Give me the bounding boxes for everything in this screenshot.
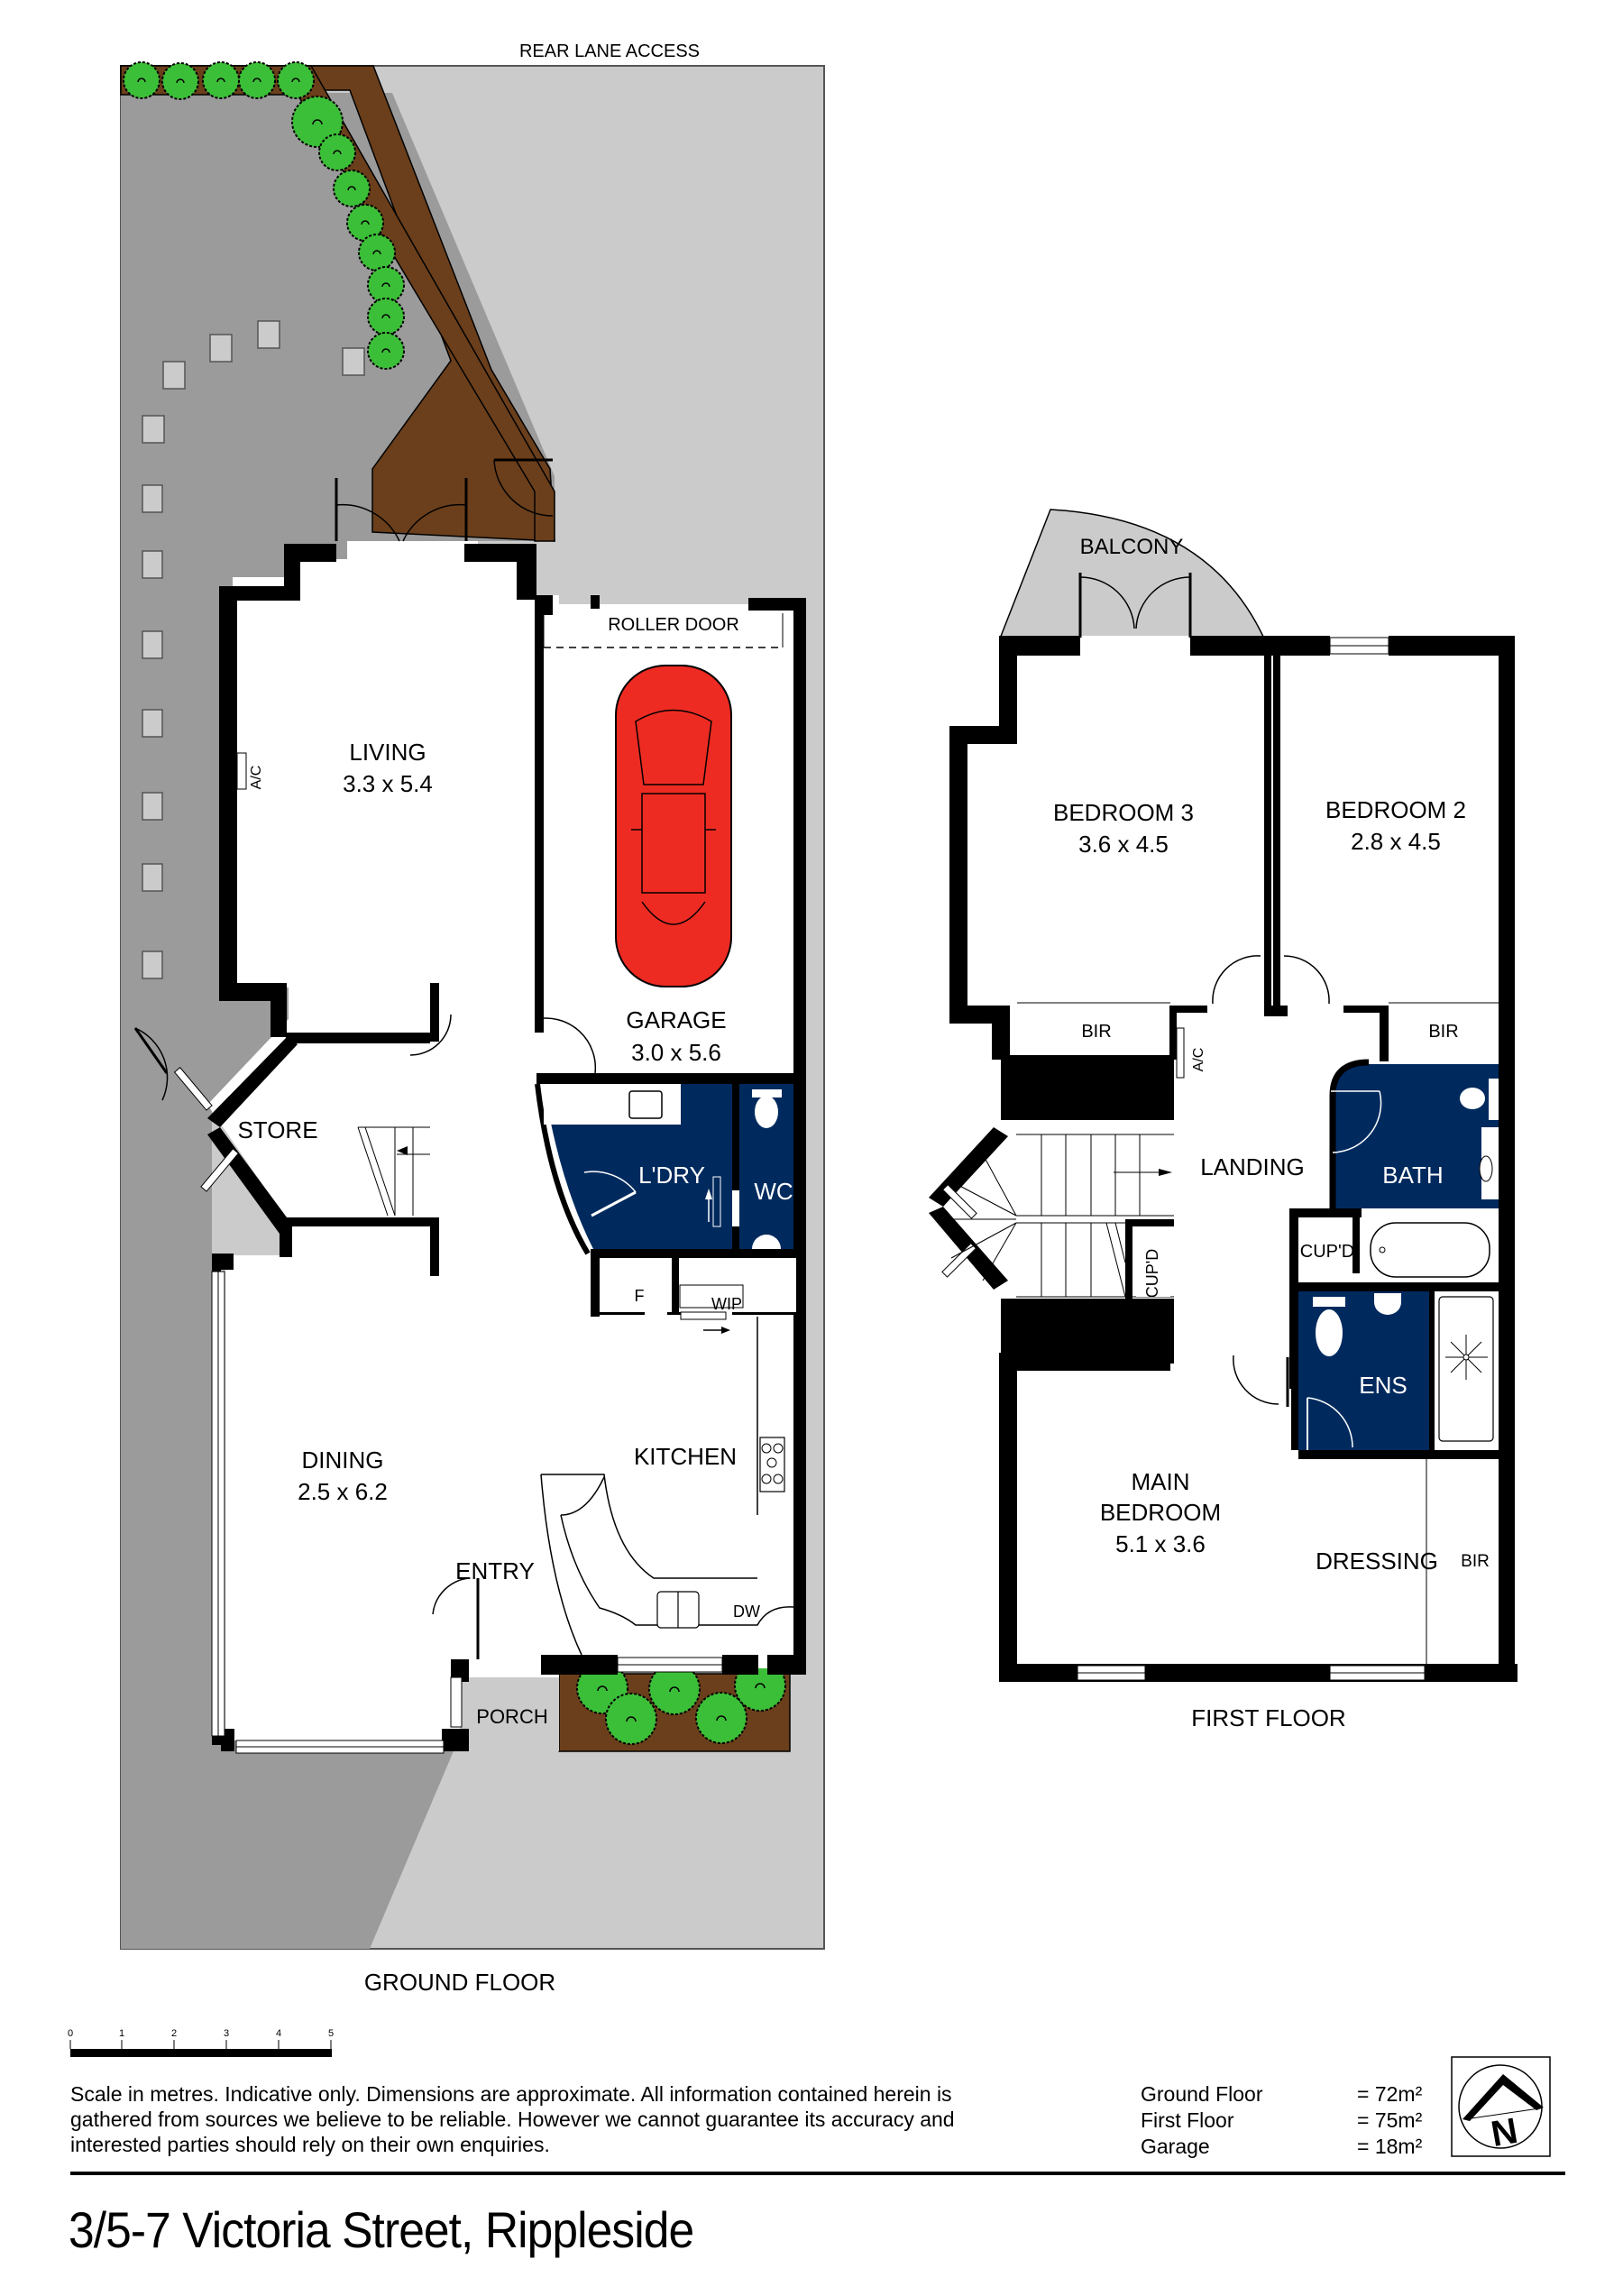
room-name-kitchen: KITCHEN [634,1443,737,1470]
area-label: Garage [1141,2135,1210,2158]
room-name-garage: GARAGE [626,1006,726,1033]
property-address: 3/5-7 Victoria Street, Rippleside [69,2201,694,2258]
ground-floor-title: GROUND FLOOR [364,1969,555,1996]
ground-floor-plan: REAR LANE ACCESS LIVING 3.3 x 5.4 A/C RO… [120,41,825,1996]
scale-tick-0: 0 [68,2028,73,2039]
room-name-dining: DINING [302,1446,384,1474]
ac-unit-first [1176,1027,1185,1079]
cooktop-burners [761,1443,784,1484]
scale-tick-2: 2 [171,2028,177,2039]
bath-toilet-icon [1460,1088,1485,1109]
rear-lane-access-label: REAR LANE ACCESS [519,41,700,61]
area-value: = 72m² [1357,2082,1423,2106]
laundry-room [544,1084,732,1249]
ground-doors [133,458,597,1659]
room-name-landing: LANDING [1200,1153,1305,1180]
scale-tick-4: 4 [276,2028,281,2039]
room-name-entry: ENTRY [455,1557,535,1584]
dishwasher-label: DW [733,1603,760,1621]
fridge-space [600,1258,672,1312]
area-summary: Ground Floor = 72m² First Floor = 75m² G… [1141,2081,1438,2160]
fridge-label: F [635,1287,645,1305]
first-stair-arrow [1159,1169,1172,1176]
room-name-ensuite: ENS [1359,1372,1407,1399]
disclaimer-text: Scale in metres. Indicative only. Dimens… [70,2082,955,2156]
room-name-balcony: BALCONY [1080,535,1184,559]
room-name-living: LIVING [349,739,426,766]
cupboard-bath-label: CUP'D [1300,1242,1355,1262]
scale-bar: 0 1 2 3 4 5 [68,2028,334,2057]
room-name-wc: WC [754,1178,793,1205]
laundry-tub-icon [628,1090,663,1119]
room-name-main-bedroom-1: MAIN [1132,1468,1190,1495]
ensuite-toilet-icon [1316,1309,1343,1356]
roller-door-label: ROLLER DOOR [608,615,739,635]
bathroom [1331,1064,1499,1208]
ac-label-living: A/C [249,766,264,790]
room-name-main-bedroom-2: BEDROOM [1100,1499,1221,1526]
room-name-store: STORE [237,1116,317,1143]
room-name-dressing: DRESSING [1316,1548,1438,1575]
stepping-stones [142,320,365,979]
stair-direction-arrow [397,1146,408,1155]
room-dims-living: 3.3 x 5.4 [343,770,433,797]
toilet-icon [755,1096,778,1128]
ground-walls [207,544,806,1751]
room-name-bedroom2: BEDROOM 2 [1325,796,1466,823]
ground-stairs [357,1126,430,1217]
room-dims-main-bedroom: 5.1 x 3.6 [1115,1530,1206,1557]
room-name-bath: BATH [1382,1162,1443,1189]
ground-windows [173,1067,723,1754]
room-name-laundry: L'DRY [638,1162,705,1189]
cooktop-icon [759,1437,785,1492]
area-label: First Floor [1141,2108,1234,2132]
first-stairs [938,1134,1174,1298]
wip-label: WIP [711,1295,742,1313]
wc-basin-icon [752,1235,781,1249]
first-bir-lines [1017,1002,1499,1664]
ensuite-room [1298,1291,1429,1450]
north-arrow-icon: N [1451,2056,1551,2157]
area-value: = 18m² [1357,2135,1423,2158]
area-row-garage: Garage = 18m² [1141,2134,1438,2160]
first-floor-plan: BALCONY BEDROOM 3 3.6 x 4.5 BEDROOM 2 2.… [902,509,1518,1731]
car-icon [615,665,732,987]
balcony-area [998,509,1266,639]
ac-unit [236,752,247,790]
ac-label-first: A/C [1191,1048,1206,1072]
area-label: Ground Floor [1141,2082,1263,2106]
first-windows [941,637,1426,1681]
area-row-first: First Floor = 75m² [1141,2108,1438,2134]
ensuite-basin-icon [1374,1293,1401,1315]
toilet-cistern-icon [752,1089,782,1097]
laundry-chute [712,1176,721,1227]
cupboard-stair-label: CUP'D [1143,1249,1161,1298]
room-dims-dining: 2.5 x 6.2 [298,1478,388,1505]
area-row-ground: Ground Floor = 72m² [1141,2081,1438,2108]
bath-basin-icon [1479,1155,1493,1182]
bir-bedroom2-label: BIR [1428,1022,1458,1042]
room-dims-garage: 3.0 x 5.6 [631,1039,721,1066]
kitchen-benches [540,1317,794,1656]
bir-main-label: BIR [1461,1552,1490,1571]
shower-drain-icon [1445,1335,1488,1380]
room-dims-bedroom2: 2.8 x 4.5 [1351,828,1441,855]
area-value: = 75m² [1357,2108,1423,2132]
first-floor-title: FIRST FLOOR [1191,1704,1345,1731]
room-name-porch: PORCH [476,1705,547,1728]
first-doors [1078,573,1330,1407]
room-dims-bedroom3: 3.6 x 4.5 [1078,831,1169,858]
scale-tick-5: 5 [328,2028,334,2039]
bir-bedroom3-label: BIR [1081,1022,1111,1042]
scale-tick-1: 1 [119,2028,124,2039]
footer-divider [70,2172,1565,2175]
room-name-bedroom3: BEDROOM 3 [1053,799,1194,826]
bathtub-icon [1370,1222,1490,1278]
scale-tick-3: 3 [224,2028,229,2039]
